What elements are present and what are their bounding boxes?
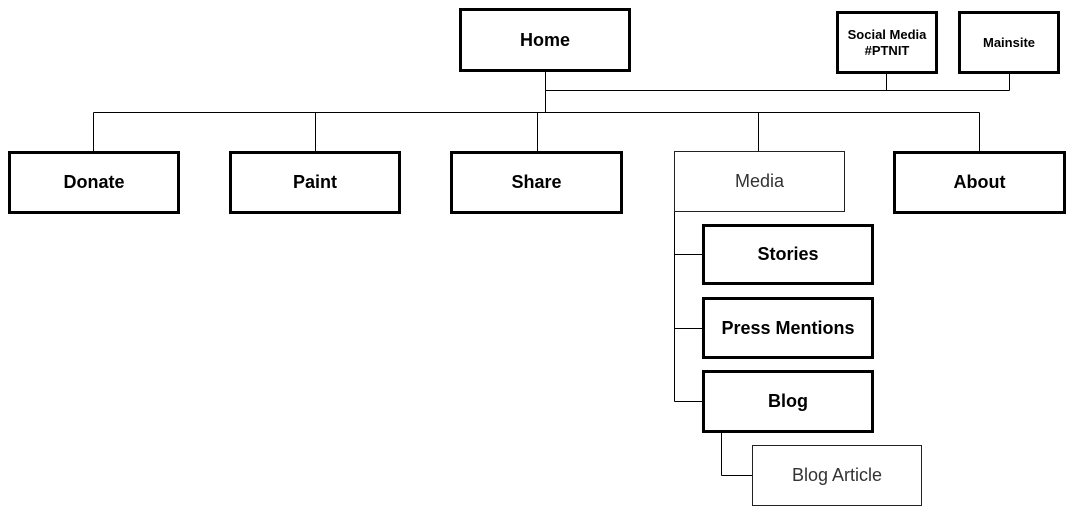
node-press-mentions-label: Press Mentions (721, 317, 855, 338)
node-blog: Blog (702, 370, 874, 433)
node-media: Media (674, 151, 845, 212)
node-mainsite-label: Mainsite (982, 34, 1035, 50)
node-share: Share (450, 151, 623, 214)
node-home-label: Home (519, 29, 570, 50)
node-donate-label: Donate (63, 172, 125, 192)
node-donate: Donate (8, 151, 180, 214)
node-blog-article: Blog Article (752, 445, 922, 506)
node-about-label: About (953, 172, 1006, 192)
node-paint: Paint (229, 151, 401, 214)
node-social-media-label-line1: Social Media (847, 26, 927, 42)
node-blog-label: Blog (768, 391, 808, 411)
node-social-media-label-line2: #PTNIT (864, 42, 910, 58)
node-mainsite: Mainsite (958, 11, 1060, 74)
node-media-label: Media (734, 171, 785, 191)
node-about: About (893, 151, 1066, 214)
node-blog-article-label: Blog Article (791, 465, 883, 485)
node-stories: Stories (702, 224, 874, 285)
node-home: Home (459, 8, 631, 72)
node-press-mentions: Press Mentions (702, 297, 874, 359)
node-stories-label: Stories (757, 244, 819, 264)
node-paint-label: Paint (292, 172, 337, 192)
node-social-media: Social Media #PTNIT (836, 11, 938, 74)
node-share-label: Share (511, 172, 562, 192)
